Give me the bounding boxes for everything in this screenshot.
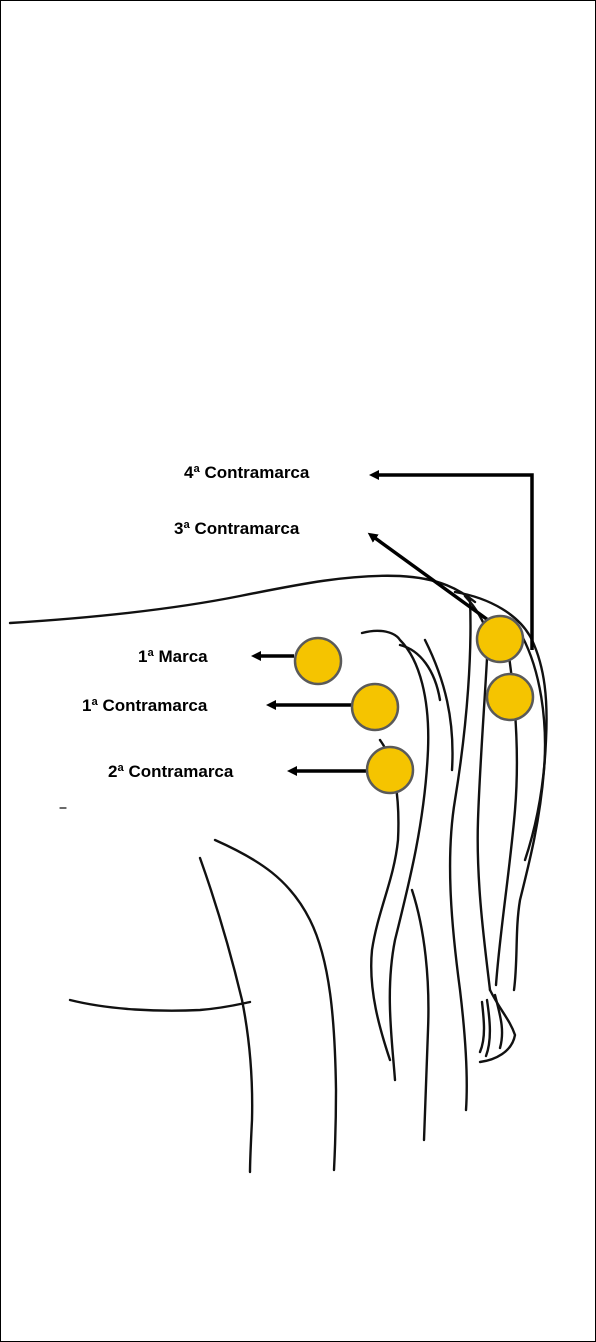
mark-contramarca-3 — [477, 616, 523, 662]
label-contramarca-2: 2ª Contramarca — [108, 762, 233, 782]
mark-contramarca-1 — [352, 684, 398, 730]
label-contramarca-4: 4ª Contramarca — [184, 463, 309, 483]
mark-marca-1 — [295, 638, 341, 684]
mark-contramarca-2 — [367, 747, 413, 793]
label-contramarca-3: 3ª Contramarca — [174, 519, 299, 539]
label-marca-1: 1ª Marca — [138, 647, 208, 667]
arrow-contramarca-3 — [375, 538, 488, 620]
label-contramarca-1: 1ª Contramarca — [82, 696, 207, 716]
mark-contramarca-4 — [487, 674, 533, 720]
horse-outline — [10, 576, 547, 1172]
